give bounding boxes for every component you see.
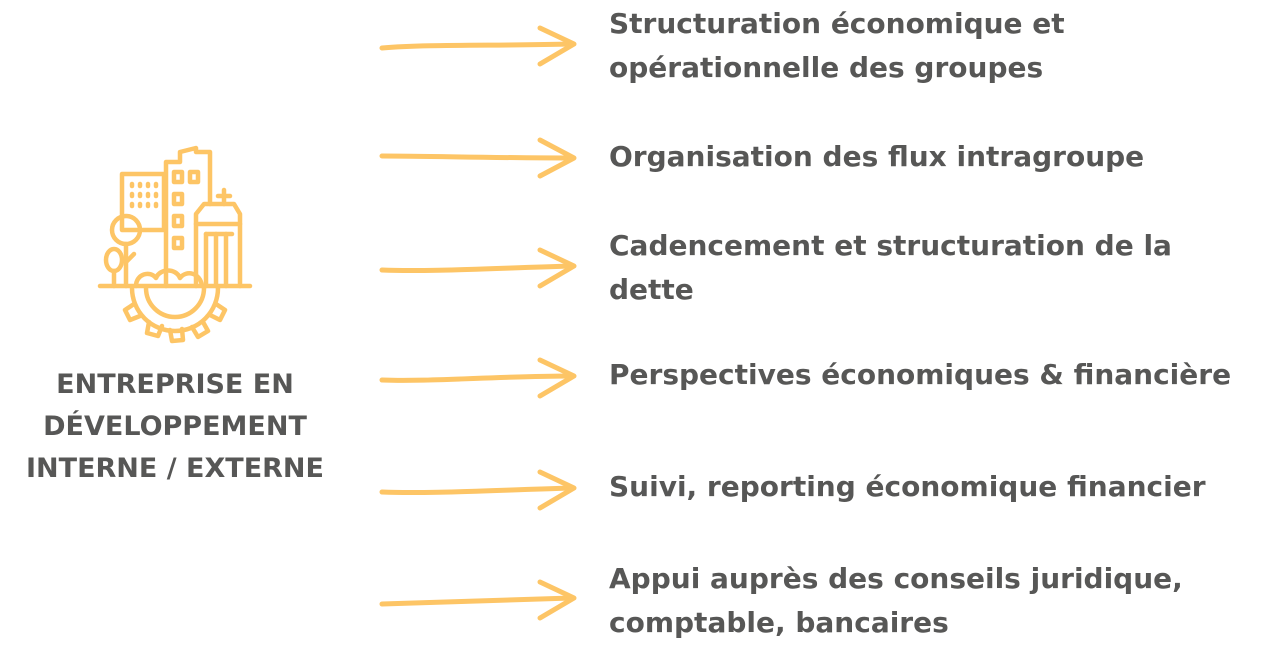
city-buildings-gear-icon [97, 145, 253, 344]
arrow-right-icon [379, 469, 577, 511]
service-item-line: comptable, bancaires [609, 606, 949, 639]
entity-title-line-3: INTERNE / EXTERNE [26, 453, 324, 484]
arrow-right-icon [379, 357, 577, 399]
service-item-6: Appui auprès des conseils juridique, com… [609, 557, 1279, 645]
entity-title: ENTREPRISE EN DÉVELOPPEMENT INTERNE / EX… [0, 364, 350, 490]
entity-title-line-1: ENTREPRISE EN [56, 369, 294, 400]
service-item-line: dette [609, 273, 694, 306]
arrow-right-icon [379, 247, 577, 289]
service-item-line: Cadencement et structuration de la [609, 229, 1172, 262]
service-item-3: Cadencement et structuration de la dette [609, 224, 1279, 312]
service-item-line: opérationnelle des groupes [609, 51, 1044, 84]
arrow-right-icon [379, 579, 577, 621]
service-item-line: Appui auprès des conseils juridique, [609, 562, 1183, 595]
service-item-line: Suivi, reporting économique financier [609, 470, 1206, 503]
service-item-line: Organisation des flux intragroupe [609, 140, 1145, 173]
service-item-1: Structuration économique et opérationnel… [609, 2, 1279, 90]
arrow-right-icon [379, 25, 577, 67]
service-item-5: Suivi, reporting économique financier [609, 465, 1279, 509]
service-item-line: Perspectives économiques & financière [609, 358, 1232, 391]
entity-title-line-2: DÉVELOPPEMENT [43, 411, 307, 442]
service-item-4: Perspectives économiques & financière [609, 353, 1279, 397]
left-panel: ENTREPRISE EN DÉVELOPPEMENT INTERNE / EX… [0, 130, 350, 500]
service-item-line: Structuration économique et [609, 7, 1065, 40]
service-item-2: Organisation des flux intragroupe [609, 135, 1279, 179]
arrow-right-icon [379, 137, 577, 179]
